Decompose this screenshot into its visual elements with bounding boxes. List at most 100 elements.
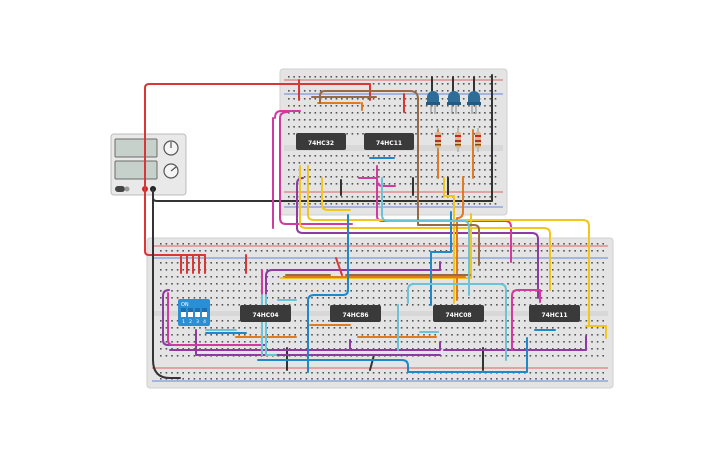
breadboard-hole[interactable] (171, 250, 173, 252)
breadboard-hole[interactable] (394, 169, 396, 171)
breadboard-hole[interactable] (409, 169, 412, 171)
breadboard-hole[interactable] (288, 348, 291, 350)
breadboard-hole[interactable] (400, 262, 403, 264)
breadboard-hole[interactable] (494, 90, 497, 92)
breadboard-hole[interactable] (266, 334, 268, 336)
breadboard-hole[interactable] (335, 98, 338, 100)
breadboard-hole[interactable] (484, 105, 486, 107)
breadboard-hole[interactable] (244, 262, 246, 264)
breadboard-hole[interactable] (249, 283, 252, 285)
breadboard-hole[interactable] (266, 276, 268, 278)
breadboard-hole[interactable] (344, 262, 347, 264)
breadboard-hole[interactable] (171, 283, 173, 285)
breadboard-hole[interactable] (303, 76, 306, 78)
breadboard-hole[interactable] (314, 90, 317, 92)
breadboard-hole[interactable] (602, 262, 604, 264)
breadboard-hole[interactable] (484, 355, 487, 357)
breadboard-hole[interactable] (266, 372, 268, 374)
breadboard-hole[interactable] (557, 304, 560, 306)
breadboard-hole[interactable] (557, 334, 560, 336)
breadboard-hole[interactable] (283, 378, 285, 380)
breadboard-hole[interactable] (277, 250, 280, 252)
breadboard-hole[interactable] (574, 327, 576, 329)
breadboard-hole[interactable] (361, 297, 364, 299)
breadboard-hole[interactable] (330, 105, 332, 107)
breadboard-hole[interactable] (512, 334, 515, 336)
breadboard-hole[interactable] (489, 183, 491, 185)
breadboard-hole[interactable] (232, 276, 235, 278)
breadboard-hole[interactable] (518, 355, 520, 357)
breadboard-hole[interactable] (473, 304, 476, 306)
breadboard-hole[interactable] (238, 304, 240, 306)
breadboard-hole[interactable] (383, 169, 385, 171)
breadboard-hole[interactable] (288, 327, 291, 329)
breadboard-hole[interactable] (540, 297, 543, 299)
breadboard-hole[interactable] (188, 283, 190, 285)
breadboard-hole[interactable] (596, 341, 599, 343)
breadboard-hole[interactable] (294, 327, 296, 329)
breadboard-hole[interactable] (303, 162, 306, 164)
breadboard-hole[interactable] (367, 162, 370, 164)
breadboard-hole[interactable] (468, 133, 470, 135)
breadboard-hole[interactable] (255, 250, 257, 252)
breadboard-hole[interactable] (277, 290, 280, 292)
breadboard-hole[interactable] (415, 119, 417, 121)
breadboard-hole[interactable] (294, 348, 296, 350)
breadboard-hole[interactable] (350, 372, 352, 374)
breadboard-hole[interactable] (344, 243, 347, 245)
breadboard-hole[interactable] (415, 90, 417, 92)
breadboard-hole[interactable] (445, 269, 448, 271)
power-switch[interactable] (115, 186, 125, 192)
breadboard-hole[interactable] (452, 162, 454, 164)
breadboard-hole[interactable] (288, 297, 291, 299)
breadboard-hole[interactable] (568, 378, 571, 380)
breadboard-hole[interactable] (232, 290, 235, 292)
breadboard-hole[interactable] (300, 262, 302, 264)
breadboard-hole[interactable] (255, 372, 257, 374)
breadboard-hole[interactable] (552, 250, 554, 252)
breadboard-hole[interactable] (425, 90, 428, 92)
breadboard-hole[interactable] (434, 250, 436, 252)
breadboard-hole[interactable] (232, 320, 235, 322)
breadboard-hole[interactable] (441, 112, 444, 114)
breadboard-hole[interactable] (293, 155, 295, 157)
breadboard-hole[interactable] (333, 348, 336, 350)
breadboard-hole[interactable] (540, 378, 543, 380)
breadboard-hole[interactable] (305, 250, 308, 252)
breadboard-hole[interactable] (395, 378, 397, 380)
breadboard-hole[interactable] (378, 112, 380, 114)
breadboard-hole[interactable] (400, 348, 403, 350)
breadboard-hole[interactable] (176, 320, 179, 322)
breadboard-hole[interactable] (507, 320, 509, 322)
breadboard-hole[interactable] (227, 341, 229, 343)
breadboard-hole[interactable] (591, 355, 593, 357)
breadboard-hole[interactable] (305, 262, 308, 264)
breadboard-hole[interactable] (244, 304, 246, 306)
breadboard-hole[interactable] (266, 243, 268, 245)
breadboard-hole[interactable] (568, 327, 571, 329)
breadboard-hole[interactable] (160, 243, 162, 245)
breadboard-hole[interactable] (372, 98, 375, 100)
breadboard-hole[interactable] (351, 112, 354, 114)
breadboard-hole[interactable] (325, 76, 327, 78)
breadboard-hole[interactable] (484, 290, 487, 292)
breadboard-hole[interactable] (399, 176, 401, 178)
breadboard-hole[interactable] (328, 250, 330, 252)
breadboard-hole[interactable] (294, 372, 296, 374)
breadboard-hole[interactable] (395, 372, 397, 374)
breadboard-hole[interactable] (394, 176, 396, 178)
breadboard-hole[interactable] (518, 250, 520, 252)
breadboard-hole[interactable] (529, 372, 532, 374)
breadboard-hole[interactable] (552, 304, 554, 306)
breadboard-hole[interactable] (441, 203, 444, 205)
breadboard-hole[interactable] (425, 133, 428, 135)
breadboard-hole[interactable] (423, 290, 425, 292)
breadboard-hole[interactable] (294, 378, 296, 380)
breadboard-hole[interactable] (563, 269, 565, 271)
breadboard-hole[interactable] (518, 320, 520, 322)
breadboard-hole[interactable] (293, 119, 295, 121)
breadboard-hole[interactable] (441, 176, 444, 178)
breadboard-hole[interactable] (244, 327, 246, 329)
breadboard-hole[interactable] (294, 262, 296, 264)
